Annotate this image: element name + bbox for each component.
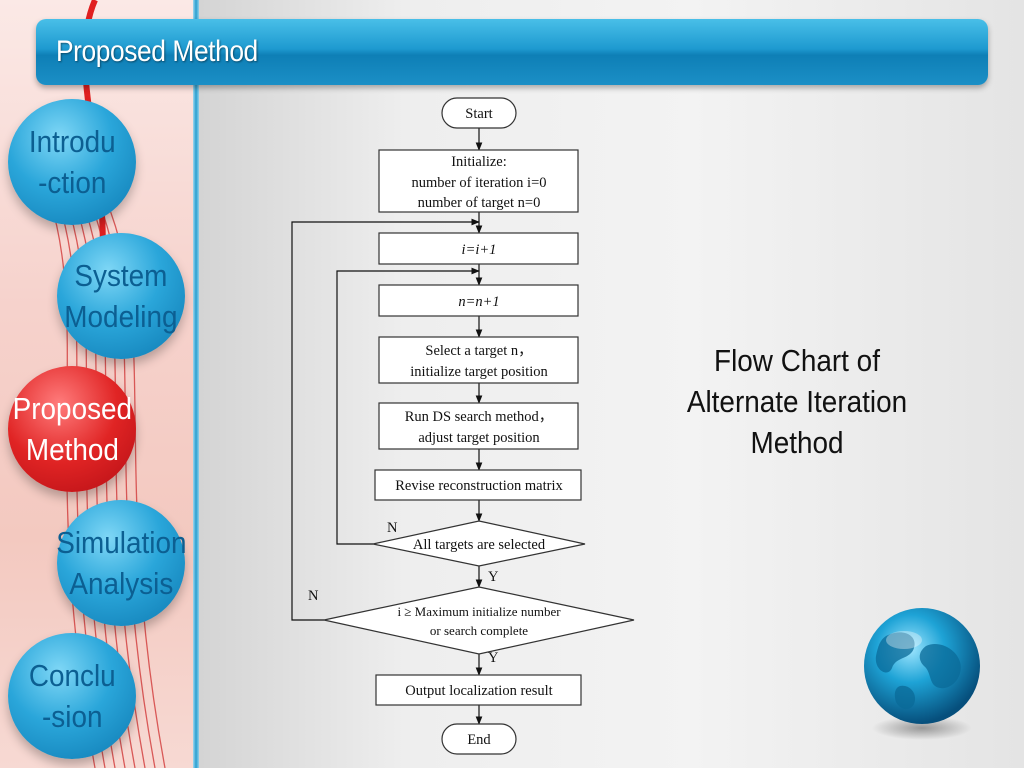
decision2-yes-label: Y: [488, 650, 499, 666]
nav-item-introduction[interactable]: Introdu -ction: [8, 99, 136, 225]
increment-n-box: [378, 284, 579, 317]
nav-item-simulation-analysis[interactable]: Simulation Analysis: [55, 500, 187, 626]
decision-max-iteration: [323, 586, 635, 655]
init-label-1: Initialize:: [451, 154, 507, 170]
run-ds-label-1: Run DS search method，: [405, 409, 554, 425]
decision1-yes-label: Y: [488, 569, 499, 585]
increment-i-box: [378, 232, 579, 265]
nav-item-label: Proposed Method: [12, 391, 132, 467]
decision-all-targets: [372, 520, 586, 567]
n-increment-label: n=n+1: [458, 294, 499, 310]
output-label: Output localization result: [405, 683, 552, 699]
run-ds-label-2: adjust target position: [418, 430, 540, 446]
decision1-label: All targets are selected: [413, 537, 546, 553]
caption-line-2: Alternate Iteration: [686, 384, 908, 419]
start-node: [441, 97, 517, 129]
start-label: Start: [465, 106, 492, 122]
globe-icon: [864, 608, 980, 740]
header-bar: Proposed Method: [36, 19, 988, 85]
decision1-no-label: N: [387, 520, 398, 536]
init-label-3: number of target n=0: [418, 195, 541, 211]
nav-item-system-modeling[interactable]: System Modeling: [57, 233, 185, 359]
decision2-label-1: i ≥ Maximum initialize number: [397, 604, 561, 619]
revise-label: Revise reconstruction matrix: [395, 478, 563, 494]
init-label-2: number of iteration i=0: [411, 175, 546, 191]
select-label-1: Select a target n，: [425, 343, 532, 359]
end-label: End: [467, 732, 491, 748]
nav-item-label: Simulation Analysis: [55, 525, 187, 601]
output-result-box: [375, 674, 582, 706]
loop-connector-iterations: [291, 218, 480, 621]
loop-connector-targets: [336, 267, 480, 545]
nav-item-proposed-method[interactable]: Proposed Method: [8, 366, 136, 492]
i-increment-label: i=i+1: [462, 242, 497, 258]
revise-matrix-box: [374, 469, 582, 501]
decision2-no-label: N: [308, 588, 319, 604]
nav-item-conclusion[interactable]: Conclu -sion: [8, 633, 136, 759]
nav-item-label: Conclu -sion: [28, 658, 116, 734]
select-label-2: initialize target position: [410, 364, 548, 380]
caption-line-3: Method: [750, 425, 844, 460]
flowchart-caption: Flow Chart of Alternate Iteration Method: [672, 340, 922, 463]
sidebar-divider: [193, 0, 199, 768]
nav-item-label: System Modeling: [64, 258, 178, 334]
page-title: Proposed Method: [56, 35, 258, 68]
initialize-box: [378, 149, 579, 213]
decision2-label-2: or search complete: [430, 623, 528, 638]
select-target-box: [378, 336, 579, 384]
caption-line-1: Flow Chart of: [714, 343, 880, 378]
nav-item-label: Introdu -ction: [28, 124, 116, 200]
run-ds-box: [378, 402, 579, 450]
end-node: [441, 723, 517, 755]
